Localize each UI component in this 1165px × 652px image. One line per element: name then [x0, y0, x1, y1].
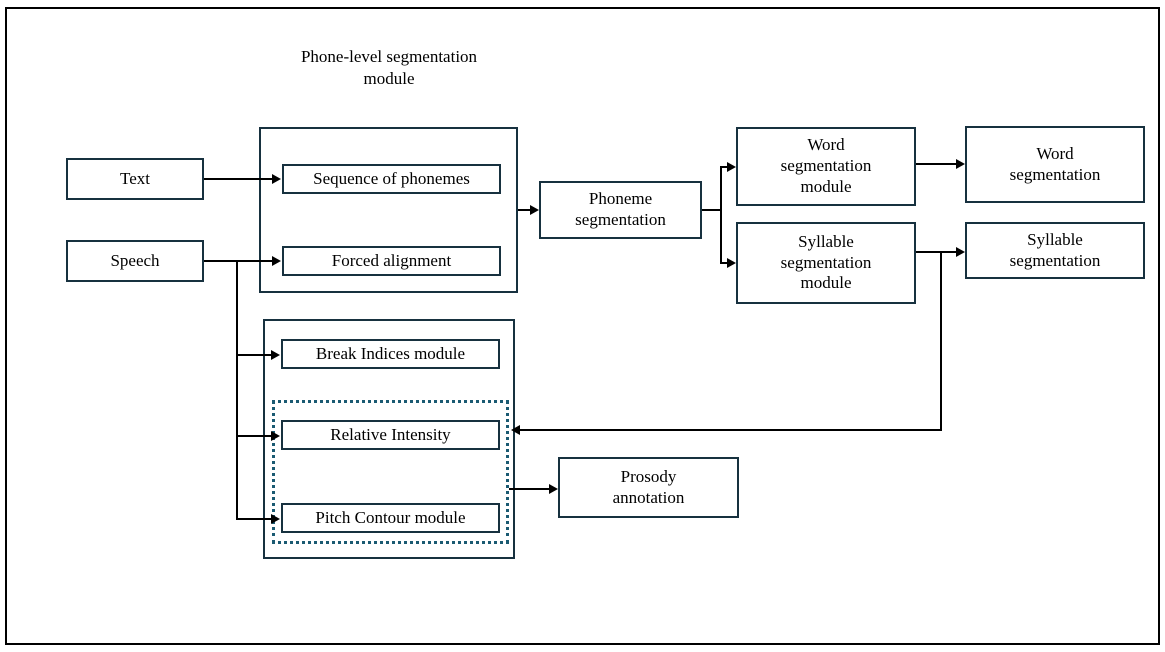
- edge-phonelevel-to-phoneme-seg: [518, 209, 533, 211]
- phone-level-segmentation-group: [259, 127, 518, 293]
- edge-phoneme-seg-out: [702, 209, 722, 211]
- edge-dotted-group-to-prosody: [509, 488, 551, 490]
- edge-split-to-word-module: [720, 166, 730, 168]
- node-relative-intensity[interactable]: Relative Intensity: [281, 420, 500, 450]
- edge-text-to-sequence: [204, 178, 274, 180]
- arrowhead-syllable-module-to-syllable-output: [956, 247, 965, 257]
- edge-word-module-to-word-output: [916, 163, 958, 165]
- node-break-indices-module[interactable]: Break Indices module: [281, 339, 500, 369]
- arrowhead-speech-to-break-indices: [271, 350, 280, 360]
- arrowhead-phonelevel-to-phoneme-seg: [530, 205, 539, 215]
- arrowhead-text-to-sequence: [272, 174, 281, 184]
- prosody-modules-group: [263, 319, 515, 559]
- intensity-pitch-dotted-group: [272, 400, 509, 544]
- arrowhead-split-to-syllable-module: [727, 258, 736, 268]
- edge-split-to-syllable-module: [720, 262, 730, 264]
- edge-syllable-module-to-syllable-output: [916, 251, 958, 253]
- node-text[interactable]: Text: [66, 158, 204, 200]
- node-forced-alignment[interactable]: Forced alignment: [282, 246, 501, 276]
- edge-speech-to-forced: [204, 260, 274, 262]
- arrowhead-split-to-word-module: [727, 162, 736, 172]
- edge-phoneme-seg-split-bus: [720, 166, 722, 263]
- node-speech[interactable]: Speech: [66, 240, 204, 282]
- node-pitch-contour-module[interactable]: Pitch Contour module: [281, 503, 500, 533]
- edge-speech-trunk: [236, 260, 238, 520]
- edge-speech-to-break-indices: [236, 354, 273, 356]
- node-sequence-of-phonemes[interactable]: Sequence of phonemes: [282, 164, 501, 194]
- arrowhead-dotted-group-to-prosody: [549, 484, 558, 494]
- edge-feedback-vertical: [940, 251, 942, 431]
- edge-speech-to-relative-intensity: [236, 435, 273, 437]
- edge-feedback-horizontal: [516, 429, 942, 431]
- arrowhead-speech-to-relative-intensity: [271, 431, 280, 441]
- arrowhead-speech-to-pitch-contour: [271, 514, 280, 524]
- arrowhead-speech-to-forced: [272, 256, 281, 266]
- arrowhead-word-module-to-word-output: [956, 159, 965, 169]
- page-frame: [5, 7, 1160, 645]
- arrowhead-feedback-to-relative-intensity: [511, 425, 520, 435]
- edge-speech-to-pitch-contour: [236, 518, 273, 520]
